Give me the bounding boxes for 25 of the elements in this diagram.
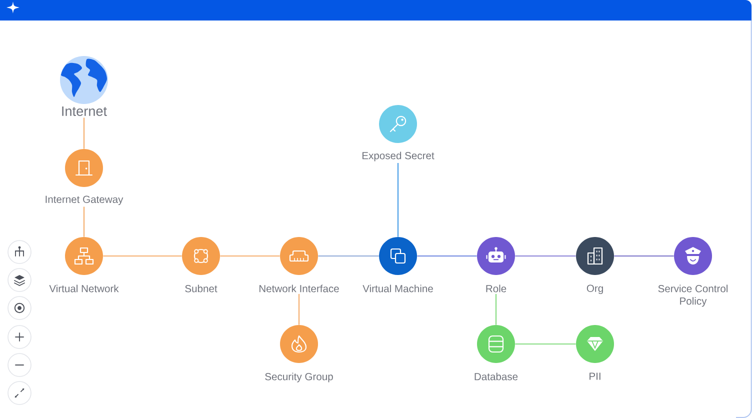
connector-line	[515, 343, 576, 345]
connector-line	[298, 294, 300, 325]
connector-line	[83, 206, 85, 237]
node-label: Exposed Secret	[362, 152, 434, 162]
connector-line	[495, 294, 497, 325]
node-label: Org	[586, 284, 603, 294]
node-label: Internet Gateway	[46, 196, 124, 206]
connector-line	[397, 163, 399, 237]
connector-line	[515, 255, 576, 257]
node-label: Subnet	[185, 284, 218, 292]
node-label: Security Group	[265, 372, 333, 382]
node-label: Role	[486, 284, 506, 292]
node-label: PII	[590, 372, 600, 380]
connector-line	[83, 118, 85, 149]
connector-line	[103, 255, 182, 257]
connector-line	[417, 255, 477, 257]
node-label: Network Interface	[260, 284, 339, 292]
node-label: Virtual Machine	[362, 284, 433, 292]
connector-line	[220, 255, 280, 257]
node-label: Service Control Policy	[658, 284, 728, 307]
connector-line	[614, 255, 674, 257]
node-label: Virtual Network	[49, 284, 119, 292]
connector-line	[318, 255, 379, 257]
node-label: Internet	[62, 106, 107, 116]
node-label: Database	[474, 372, 518, 380]
